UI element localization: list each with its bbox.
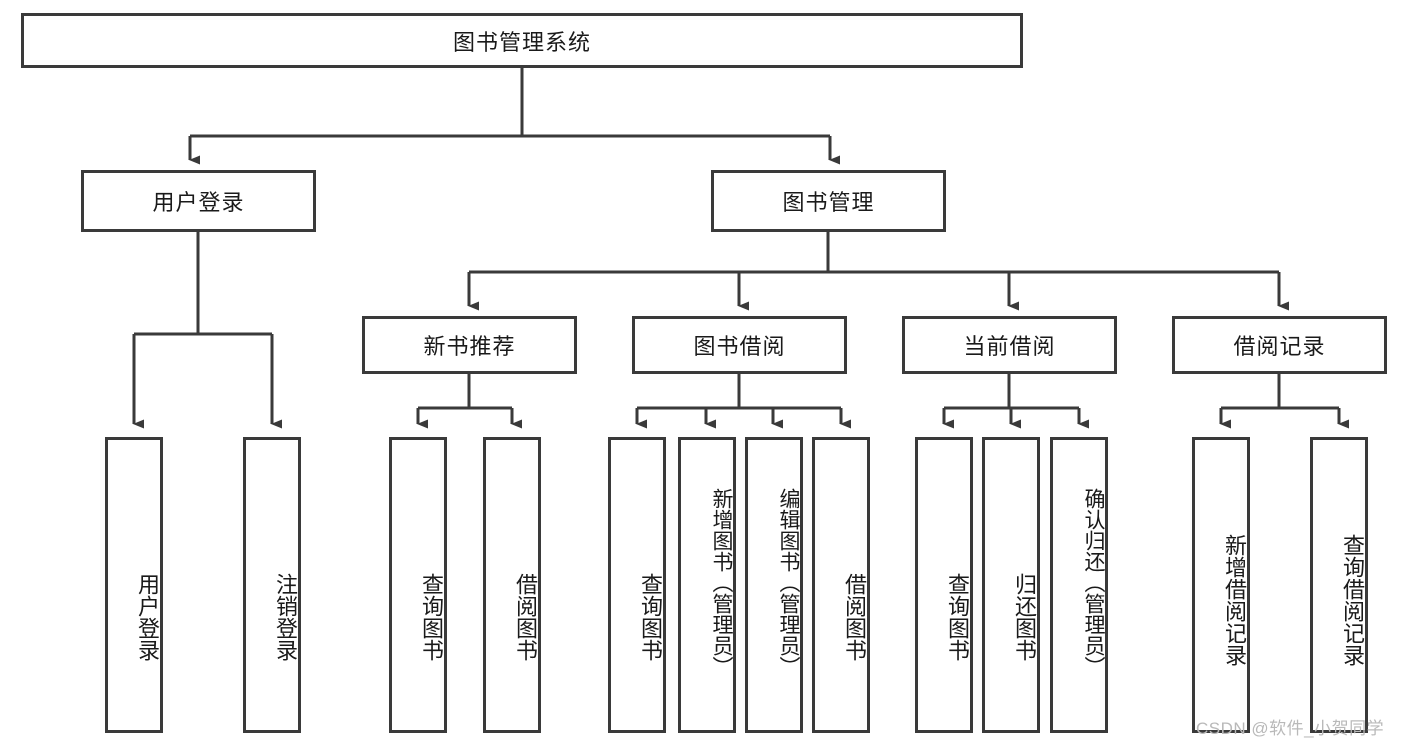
leaf-return-book[interactable]: 归还图书: [982, 437, 1040, 733]
leaf-query-book-recommend[interactable]: 查询图书: [389, 437, 447, 733]
node-root-book-management-system[interactable]: 图书管理系统: [21, 13, 1023, 68]
leaf-query-book-borrow[interactable]: 查询图书: [608, 437, 666, 733]
leaf-edit-book-admin[interactable]: 编辑图书（管理员）: [745, 437, 803, 733]
leaf-user-login[interactable]: 用户登录: [105, 437, 163, 733]
node-book-borrow[interactable]: 图书借阅: [632, 316, 847, 374]
csdn-watermark: CSDN @软件_小贺同学: [1196, 719, 1385, 738]
node-new-book-recommend[interactable]: 新书推荐: [362, 316, 577, 374]
leaf-query-book-current[interactable]: 查询图书: [915, 437, 973, 733]
leaf-borrow-book-borrow[interactable]: 借阅图书: [812, 437, 870, 733]
node-user-login[interactable]: 用户登录: [81, 170, 316, 232]
leaf-add-book-admin[interactable]: 新增图书（管理员）: [678, 437, 736, 733]
node-current-borrow[interactable]: 当前借阅: [902, 316, 1117, 374]
leaf-logout-login[interactable]: 注销登录: [243, 437, 301, 733]
leaf-query-borrow-record[interactable]: 查询借阅记录: [1310, 437, 1368, 733]
leaf-confirm-return-admin[interactable]: 确认归还（管理员）: [1050, 437, 1108, 733]
node-borrow-record[interactable]: 借阅记录: [1172, 316, 1387, 374]
leaf-borrow-book-recommend[interactable]: 借阅图书: [483, 437, 541, 733]
node-book-management[interactable]: 图书管理: [711, 170, 946, 232]
leaf-add-borrow-record[interactable]: 新增借阅记录: [1192, 437, 1250, 733]
